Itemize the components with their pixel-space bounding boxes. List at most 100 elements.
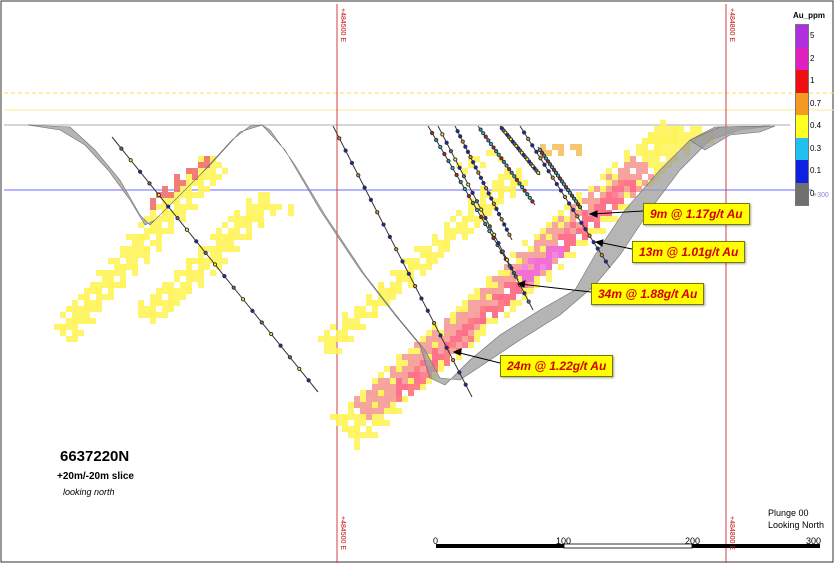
drill-sample — [474, 207, 480, 213]
grade-block — [54, 324, 60, 330]
grade-block — [450, 216, 456, 222]
drill-sample — [478, 175, 484, 180]
drill-sample — [512, 174, 517, 179]
drill-sample — [450, 165, 455, 171]
grade-block — [384, 384, 390, 390]
grade-block — [642, 150, 648, 156]
drill-sample — [471, 160, 476, 165]
grade-block — [108, 288, 114, 294]
grade-block — [402, 378, 408, 384]
grade-block — [240, 216, 246, 222]
grade-block — [216, 240, 222, 246]
grade-block — [468, 342, 474, 348]
drill-sample — [166, 204, 171, 209]
grade-block — [456, 354, 462, 360]
easting-label-484800-top: +484800 E — [728, 8, 735, 43]
grade-block — [444, 348, 450, 354]
grade-block — [444, 240, 450, 246]
drill-sample — [571, 196, 577, 201]
grade-block — [570, 222, 576, 228]
grade-block — [222, 168, 228, 174]
grade-block — [504, 282, 510, 288]
grade-block — [414, 378, 420, 384]
drill-sample — [476, 170, 481, 175]
grade-block — [468, 306, 474, 312]
grade-block — [660, 150, 666, 156]
grade-block — [66, 324, 72, 330]
grade-block — [420, 336, 426, 342]
grade-block — [66, 318, 72, 324]
grade-block — [450, 342, 456, 348]
drill-sample — [458, 179, 463, 185]
grade-block — [474, 324, 480, 330]
grade-block — [378, 408, 384, 414]
grade-block — [78, 294, 84, 300]
grade-block — [288, 210, 294, 216]
drill-sample — [539, 150, 545, 155]
grade-block — [504, 312, 510, 318]
grade-block — [696, 126, 702, 132]
grade-block — [108, 282, 114, 288]
grade-block — [606, 216, 612, 222]
drill-sample — [577, 205, 583, 210]
grade-block — [246, 222, 252, 228]
drill-sample — [509, 170, 514, 175]
grade-block — [120, 252, 126, 258]
grade-block — [564, 222, 570, 228]
drill-sample — [287, 355, 293, 360]
drill-sample — [527, 195, 532, 200]
grade-block — [132, 270, 138, 276]
grade-block — [450, 228, 456, 234]
grade-block — [132, 264, 138, 270]
grade-block — [486, 210, 492, 216]
grade-block — [108, 270, 114, 276]
grade-block — [456, 312, 462, 318]
plunge-label: Plunge 00 — [768, 508, 809, 518]
grade-block — [612, 204, 618, 210]
grade-block — [144, 252, 150, 258]
grade-block — [354, 426, 360, 432]
grade-block — [258, 222, 264, 228]
grade-block — [384, 294, 390, 300]
grade-block — [474, 204, 480, 210]
grade-block — [600, 216, 606, 222]
grade-block — [630, 180, 636, 186]
grade-block — [456, 222, 462, 228]
grade-block — [366, 408, 372, 414]
grade-block — [516, 300, 522, 306]
grade-block — [558, 264, 564, 270]
grade-block — [108, 258, 114, 264]
drill-holes — [111, 125, 611, 398]
grade-block — [246, 204, 252, 210]
grade-block — [462, 324, 468, 330]
grade-block — [666, 126, 672, 132]
grade-block — [90, 288, 96, 294]
drill-sample — [387, 234, 392, 239]
grade-block — [486, 294, 492, 300]
drill-sample — [434, 137, 439, 143]
grade-block — [516, 252, 522, 258]
drill-sample — [569, 193, 575, 198]
grade-block — [390, 288, 396, 294]
grade-block — [420, 366, 426, 372]
grade-block — [558, 144, 564, 150]
grade-block — [480, 288, 486, 294]
grade-block — [480, 312, 486, 318]
grade-block — [210, 234, 216, 240]
grade-block — [180, 180, 186, 186]
grade-block — [144, 216, 150, 222]
grade-block — [588, 198, 594, 204]
grade-block — [648, 162, 654, 168]
drill-sample — [587, 233, 592, 238]
grade-block — [378, 420, 384, 426]
drill-sample — [250, 308, 255, 313]
drill-sample — [438, 144, 443, 150]
grade-block — [600, 228, 606, 234]
drill-sample — [446, 158, 451, 164]
grade-block — [516, 264, 522, 270]
drill-sample — [525, 192, 530, 197]
grade-block — [438, 240, 444, 246]
grade-block — [456, 336, 462, 342]
grade-block — [450, 318, 456, 324]
drill-sample — [203, 250, 208, 256]
